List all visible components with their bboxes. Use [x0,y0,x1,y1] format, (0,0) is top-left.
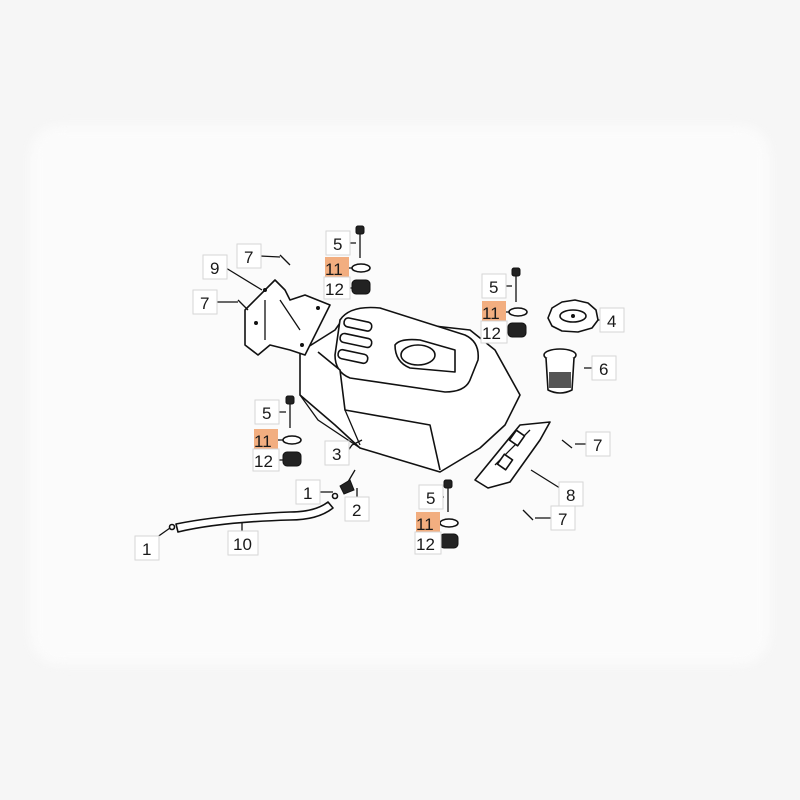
mount-set-3 [282,395,302,467]
mount-set-4 [439,479,459,549]
callout-1: 1 [134,535,160,561]
svg-text:12: 12 [416,535,435,554]
callout-8: 8 [558,481,584,507]
svg-text:1: 1 [142,540,151,559]
svg-text:11: 11 [325,260,343,279]
callout-4: 4 [599,307,625,333]
svg-text:5: 5 [489,278,498,297]
svg-text:5: 5 [262,404,271,423]
svg-text:9: 9 [210,259,219,278]
callouts: 7 9 7 5 11 12 5 11 12 4 6 5 11 12 3 1 2 … [134,230,625,561]
callout-5: 5 [254,399,280,425]
callout-12: 12 [323,276,351,300]
callout-5: 5 [325,230,351,256]
small-bolts [237,254,573,521]
callout-10: 10 [227,530,259,556]
svg-text:7: 7 [200,294,209,313]
svg-text:11: 11 [482,304,500,323]
svg-text:3: 3 [332,445,341,464]
svg-text:1: 1 [303,484,312,503]
svg-text:8: 8 [566,486,575,505]
svg-text:6: 6 [599,360,608,379]
svg-text:2: 2 [352,501,361,520]
callout-9: 9 [202,254,228,280]
svg-text:10: 10 [233,535,252,554]
callout-11-highlighted: 11 [254,429,278,451]
fuel-tank [299,306,521,473]
svg-text:12: 12 [482,324,501,343]
callout-12: 12 [480,320,508,344]
fuel-filter [543,348,577,394]
svg-text:11: 11 [254,432,272,451]
callout-7: 7 [236,243,262,269]
callout-11-highlighted: 11 [416,512,440,534]
callout-3: 3 [324,440,350,466]
callout-12: 12 [414,531,442,555]
callout-5: 5 [418,484,444,510]
callout-12: 12 [252,448,280,472]
svg-text:12: 12 [325,280,344,299]
callout-1: 1 [295,479,321,505]
mount-set-2 [507,267,528,338]
callout-11-highlighted: 11 [482,301,506,323]
tank-bracket-right [474,421,551,489]
svg-text:5: 5 [426,489,435,508]
fuel-line [168,469,356,533]
callout-2: 2 [344,496,370,522]
svg-text:4: 4 [607,312,616,331]
svg-text:5: 5 [333,235,342,254]
fuel-cap [547,299,599,333]
callout-5: 5 [481,273,507,299]
svg-text:12: 12 [254,452,273,471]
svg-text:7: 7 [593,436,602,455]
callout-7: 7 [550,505,576,531]
callout-7: 7 [192,289,218,315]
svg-text:7: 7 [244,248,253,267]
callout-6: 6 [591,355,617,381]
mount-set-1 [351,225,371,295]
callout-11-highlighted: 11 [325,257,349,279]
callout-7: 7 [585,431,611,457]
svg-text:7: 7 [558,510,567,529]
svg-text:11: 11 [416,515,434,534]
tank-bracket-left [244,279,331,356]
